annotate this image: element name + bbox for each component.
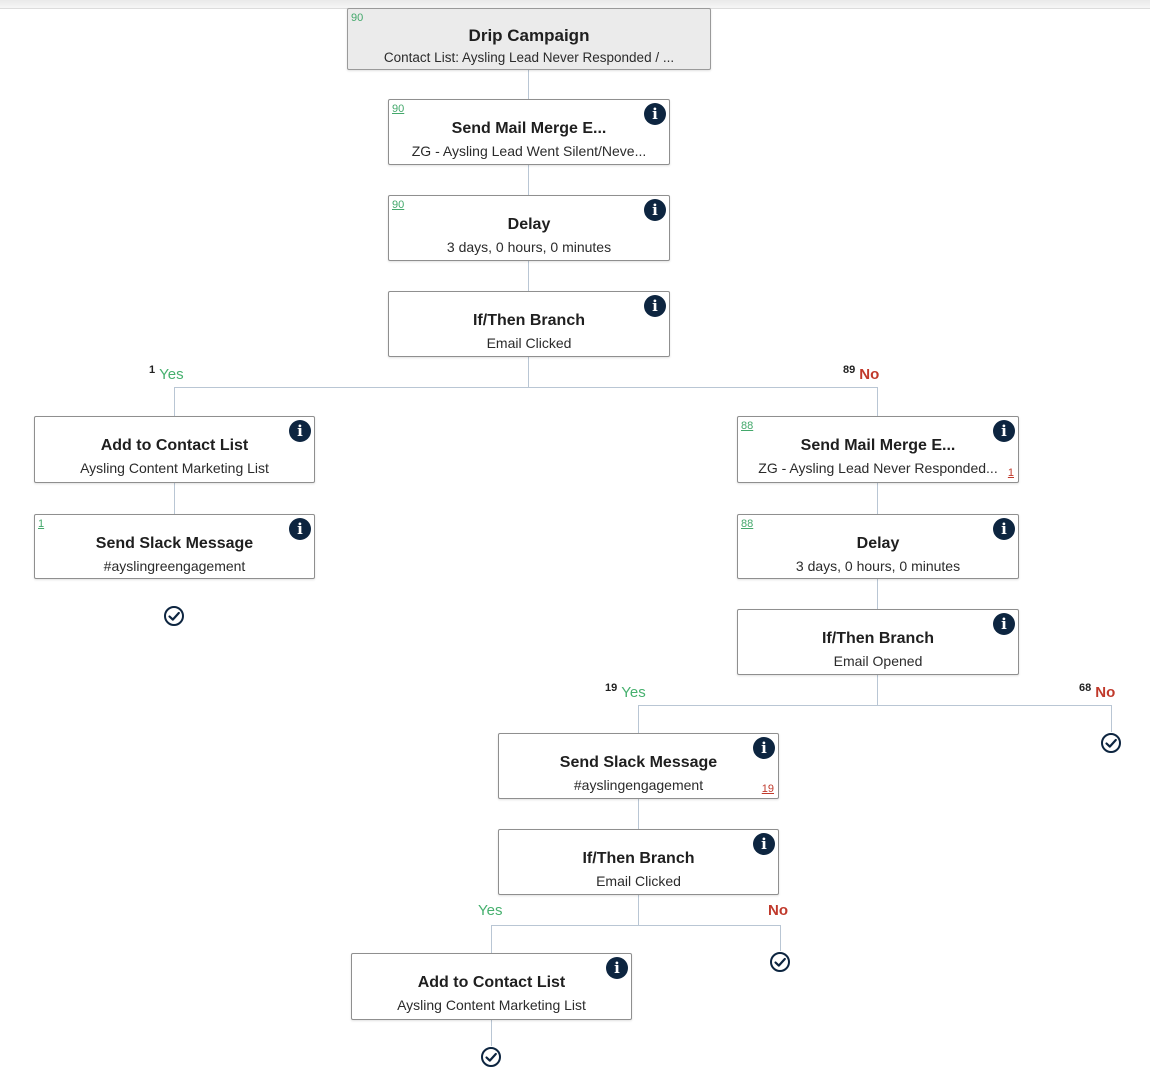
send-mail-merge-node-2[interactable]: 88 i Send Mail Merge E... ZG - Aysling L… — [737, 416, 1019, 483]
node-title: If/Then Branch — [582, 850, 695, 867]
node-title: Send Slack Message — [95, 535, 254, 552]
info-icon[interactable]: i — [993, 518, 1015, 540]
delay-node-1[interactable]: 90 i Delay 3 days, 0 hours, 0 minutes — [388, 195, 670, 261]
node-count-link[interactable]: 88 — [741, 518, 754, 530]
node-subtitle: 3 days, 0 hours, 0 minutes — [446, 239, 612, 255]
node-title: If/Then Branch — [821, 630, 934, 647]
node-count-link[interactable]: 1 — [38, 518, 45, 530]
branch-count: 89 — [843, 364, 856, 376]
node-subtitle: Email Clicked — [596, 873, 681, 889]
node-subtitle: Email Opened — [833, 653, 923, 669]
node-subtitle: ZG - Aysling Lead Went Silent/Neve... — [411, 143, 647, 159]
info-icon[interactable]: i — [753, 833, 775, 855]
if-then-branch-node-1[interactable]: i If/Then Branch Email Clicked — [388, 291, 670, 357]
node-title: Send Mail Merge E... — [800, 437, 956, 454]
info-icon[interactable]: i — [993, 420, 1015, 442]
node-title: Delay — [507, 216, 551, 233]
node-subtitle: #ayslingreengagement — [103, 558, 246, 574]
error-count-link[interactable]: 19 — [761, 783, 774, 795]
if-then-branch-node-3[interactable]: i If/Then Branch Email Clicked — [498, 829, 779, 895]
info-icon[interactable]: i — [753, 737, 775, 759]
node-subtitle: ZG - Aysling Lead Never Responded... — [758, 460, 998, 476]
branch-no-label: No — [768, 902, 788, 919]
add-to-contact-list-node-2[interactable]: i Add to Contact List Aysling Content Ma… — [351, 953, 632, 1020]
branch-yes-label: Yes — [478, 902, 503, 919]
node-subtitle: Email Clicked — [486, 335, 572, 351]
info-icon[interactable]: i — [289, 420, 311, 442]
node-subtitle: Aysling Content Marketing List — [80, 460, 269, 476]
drip-campaign-node[interactable]: 90 Drip Campaign Contact List: Aysling L… — [347, 8, 711, 70]
info-icon[interactable]: i — [644, 199, 666, 221]
node-title: Add to Contact List — [100, 437, 249, 454]
check-circle-icon — [1101, 733, 1121, 753]
check-circle-icon — [481, 1047, 501, 1067]
node-title: Send Mail Merge E... — [451, 120, 607, 137]
add-to-contact-list-node-1[interactable]: i Add to Contact List Aysling Content Ma… — [34, 416, 315, 483]
node-count-link[interactable]: 88 — [741, 420, 754, 432]
branch-count: 68 — [1079, 682, 1092, 694]
node-title: Drip Campaign — [468, 26, 590, 45]
send-mail-merge-node-1[interactable]: 90 i Send Mail Merge E... ZG - Aysling L… — [388, 99, 670, 165]
info-icon[interactable]: i — [644, 295, 666, 317]
error-count-link[interactable]: 1 — [1007, 467, 1014, 479]
delay-node-2[interactable]: 88 i Delay 3 days, 0 hours, 0 minutes — [737, 514, 1019, 579]
info-icon[interactable]: i — [606, 957, 628, 979]
info-icon[interactable]: i — [644, 103, 666, 125]
node-subtitle: #ayslingengagement — [573, 777, 704, 793]
node-title: Delay — [856, 535, 900, 552]
node-title: Add to Contact List — [417, 974, 566, 991]
send-slack-message-node-1[interactable]: 1 i Send Slack Message #ayslingreengagem… — [34, 514, 315, 579]
check-circle-icon — [164, 606, 184, 626]
node-subtitle: 3 days, 0 hours, 0 minutes — [795, 558, 961, 574]
node-count-link[interactable]: 90 — [392, 199, 405, 211]
node-subtitle: Aysling Content Marketing List — [397, 997, 586, 1013]
send-slack-message-node-2[interactable]: i Send Slack Message #ayslingengagement … — [498, 733, 779, 799]
branch-count: 1 — [149, 364, 156, 376]
node-count-link[interactable]: 90 — [392, 103, 405, 115]
check-circle-icon — [770, 952, 790, 972]
node-title: If/Then Branch — [472, 312, 585, 329]
node-subtitle: Contact List: Aysling Lead Never Respond… — [383, 50, 675, 65]
info-icon[interactable]: i — [289, 518, 311, 540]
node-title: Send Slack Message — [559, 754, 718, 771]
info-icon[interactable]: i — [993, 613, 1015, 635]
if-then-branch-node-2[interactable]: i If/Then Branch Email Opened — [737, 609, 1019, 675]
node-count: 90 — [351, 12, 364, 24]
branch-count: 19 — [605, 682, 618, 694]
